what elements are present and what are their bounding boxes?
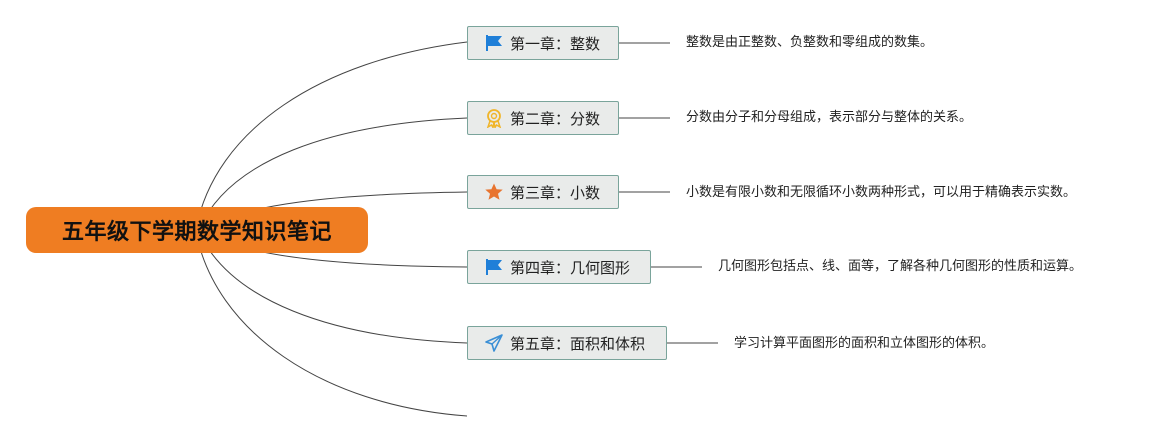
branch-line-6: [195, 231, 468, 417]
paper-plane-icon: [484, 333, 504, 353]
chapter-title: 第三章：小数: [510, 183, 601, 202]
chapter-node-3[interactable]: 第三章：小数: [467, 175, 619, 209]
chapter-description-1: 整数是由正整数、负整数和零组成的数集。: [686, 35, 934, 50]
chapter-description-5: 学习计算平面图形的面积和立体图形的体积。: [734, 336, 995, 351]
chapter-node-4[interactable]: 第四章：几何图形: [467, 250, 651, 284]
chapter-node-5[interactable]: 第五章：面积和体积: [467, 326, 667, 360]
blue-flag-icon: [484, 33, 504, 53]
chapter-title: 第四章：几何图形: [510, 258, 631, 277]
orange-star-icon: [484, 182, 504, 202]
chapter-description-2: 分数由分子和分母组成，表示部分与整体的关系。: [686, 110, 973, 125]
chapter-description-4: 几何图形包括点、线、面等，了解各种几何图形的性质和运算。: [718, 259, 1083, 274]
chapter-node-1[interactable]: 第一章：整数: [467, 26, 619, 60]
chapter-title: 第五章：面积和体积: [510, 334, 646, 353]
chapter-description-3: 小数是有限小数和无限循环小数两种形式，可以用于精确表示实数。: [686, 185, 1077, 200]
chapter-title: 第二章：分数: [510, 109, 601, 128]
chapter-node-2[interactable]: 第二章：分数: [467, 101, 619, 135]
branch-line-1: [195, 41, 468, 230]
root-topic-label: 五年级下学期数学知识笔记: [61, 220, 332, 245]
branch-line-5: [198, 231, 468, 344]
root-topic[interactable]: 五年级下学期数学知识笔记: [26, 207, 368, 253]
blue-flag-icon: [484, 257, 504, 277]
chapter-title: 第一章：整数: [510, 34, 601, 53]
award-ribbon-icon: [484, 108, 504, 128]
branch-line-2: [198, 117, 468, 230]
